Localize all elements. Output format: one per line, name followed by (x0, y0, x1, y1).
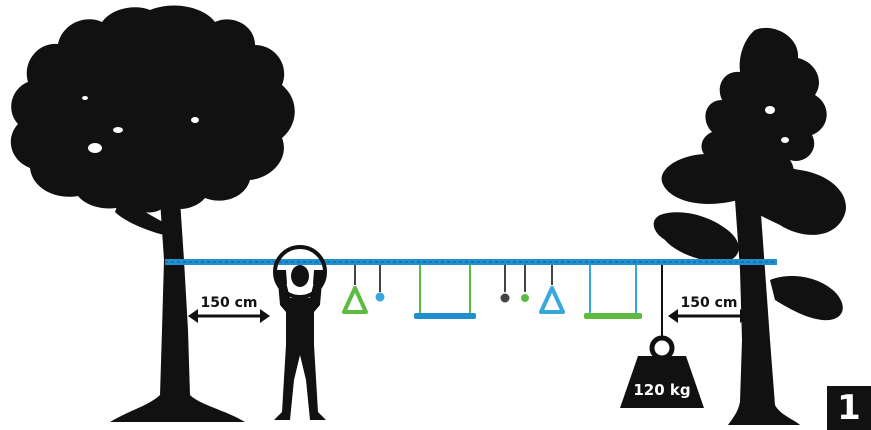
weight-label: 120 kg (633, 381, 690, 399)
ball-icon (376, 265, 385, 302)
swing-bar-icon (414, 265, 476, 319)
hanging-accessories (344, 265, 642, 319)
person-icon (274, 247, 326, 420)
right-distance-label: 150 cm (681, 295, 738, 311)
triangle-handle-icon (541, 265, 563, 312)
left-distance-label: 150 cm (201, 295, 258, 311)
left-distance-indicator: 150 cm (188, 295, 270, 323)
ball-icon (501, 265, 510, 303)
left-tree-icon (11, 6, 295, 422)
swing-bar-icon (584, 265, 642, 319)
step-number-badge: 1 (827, 386, 871, 430)
ball-icon (521, 265, 529, 302)
weight-icon: 120 kg (620, 265, 704, 408)
right-distance-indicator: 150 cm (668, 295, 750, 323)
triangle-handle-icon (344, 265, 366, 312)
